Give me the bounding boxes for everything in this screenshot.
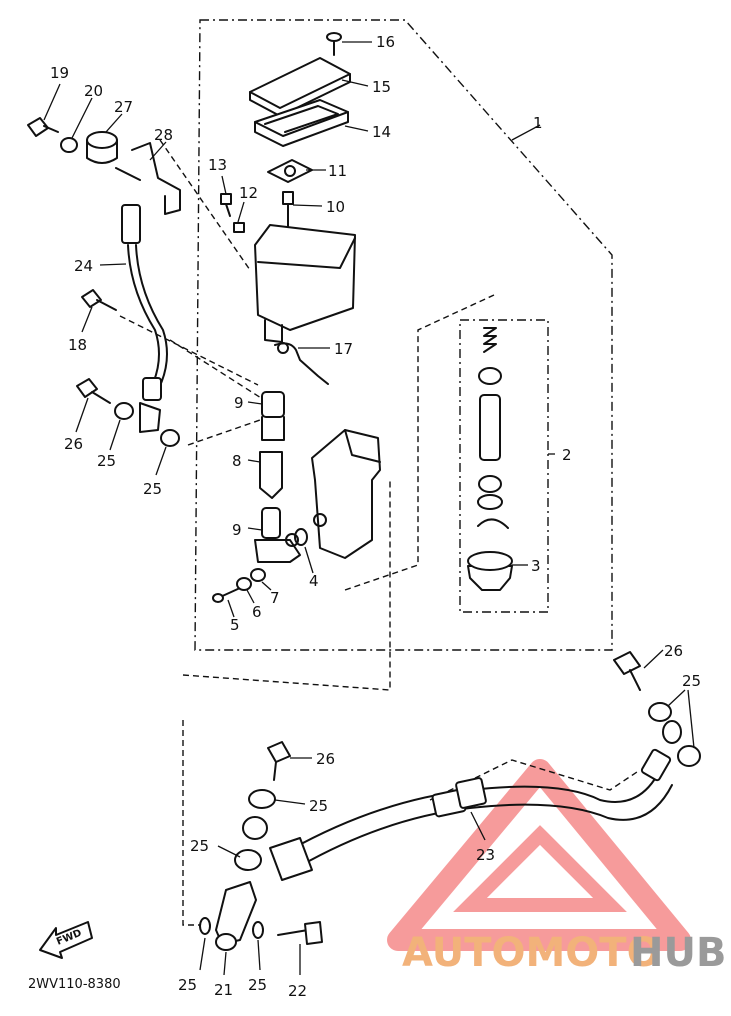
callout-2: 2 — [562, 446, 572, 464]
callout-6: 6 — [252, 603, 262, 621]
washer-25-left-b — [160, 429, 180, 447]
callout-22: 22 — [288, 982, 307, 1000]
callout-8: 8 — [232, 452, 242, 470]
callout-25-left-b: 25 — [143, 480, 162, 498]
callout-12: 12 — [239, 184, 258, 202]
piston-kit-2 — [477, 327, 509, 529]
master-cylinder-body — [311, 429, 381, 559]
bolt-22 — [277, 921, 323, 945]
washer-25-middle-a — [248, 789, 276, 809]
callout-17: 17 — [334, 340, 353, 358]
nut-12 — [233, 222, 245, 233]
fitting-right — [662, 720, 682, 744]
callout-25-right: 25 — [682, 672, 701, 690]
callout-25-lower-a: 25 — [178, 976, 197, 994]
reservoir-tank — [254, 224, 356, 343]
bolt-26-right — [613, 651, 641, 691]
diaphragm-14 — [254, 99, 349, 147]
callout-9-lower: 9 — [232, 521, 242, 539]
callout-21: 21 — [214, 981, 233, 999]
joint-9-upper — [261, 391, 285, 441]
callout-16: 16 — [376, 33, 395, 51]
bracket-28 — [115, 142, 181, 215]
watermark-text: AUTOMOTO HUB — [402, 930, 726, 976]
callout-14: 14 — [372, 123, 391, 141]
diagram-code: 2WV110-8380 — [28, 977, 121, 992]
washer-25-lower-b — [252, 921, 264, 939]
callout-7: 7 — [270, 589, 280, 607]
screw-5 — [212, 587, 241, 603]
callout-numbers: 16 15 14 11 10 13 12 1 17 9 8 9 4 5 6 7 … — [50, 33, 701, 1000]
leader-lines — [43, 41, 695, 976]
callout-26-right: 26 — [664, 642, 683, 660]
callout-9-upper: 9 — [234, 394, 244, 412]
watermark-logo-triangle — [387, 759, 691, 951]
washer-7 — [250, 568, 266, 582]
bolt-26-middle — [267, 741, 291, 781]
callout-25-middle-b: 25 — [190, 837, 209, 855]
callout-19: 19 — [50, 64, 69, 82]
callout-25-lower-b: 25 — [248, 976, 267, 994]
callout-4: 4 — [309, 572, 319, 590]
callout-24: 24 — [74, 257, 93, 275]
washer-6 — [236, 577, 252, 591]
joint-9-lower — [254, 507, 301, 563]
bolt-18 — [81, 289, 117, 311]
cap-27 — [86, 131, 118, 164]
brake-hose-23 — [269, 748, 673, 881]
o-ring-4 — [294, 528, 308, 546]
callout-27: 27 — [114, 98, 133, 116]
callout-26-middle: 26 — [316, 750, 335, 768]
callout-25-middle-a: 25 — [309, 797, 328, 815]
screw-16 — [326, 32, 342, 56]
watermark-brand-a: AUTOMOTO — [402, 930, 661, 976]
callout-3: 3 — [531, 557, 541, 575]
washer-25-right-b — [677, 745, 701, 767]
bolt-19 — [27, 117, 59, 137]
callout-15: 15 — [372, 78, 391, 96]
washer-25-right-a — [648, 702, 672, 722]
callout-1: 1 — [533, 114, 543, 132]
plate-11 — [267, 159, 313, 183]
watermark-brand-b: HUB — [630, 930, 726, 976]
callout-11: 11 — [328, 162, 347, 180]
callout-20: 20 — [84, 82, 103, 100]
washer-25-middle-b — [234, 849, 262, 871]
dust-boot-3 — [467, 551, 513, 591]
washer-25-left-a — [114, 402, 134, 420]
hose-clip-17 — [274, 342, 329, 385]
fitting-middle — [242, 816, 268, 840]
washer-20 — [60, 137, 78, 153]
callout-25-left-a: 25 — [97, 452, 116, 470]
washer-25-lower-a — [199, 917, 211, 935]
bolt-13 — [220, 193, 232, 217]
callout-23: 23 — [476, 846, 495, 864]
brake-hose-24 — [121, 204, 168, 433]
callout-13: 13 — [208, 156, 227, 174]
union-bolt-21 — [215, 881, 257, 951]
bolt-26-left — [76, 378, 111, 404]
callout-10: 10 — [326, 198, 345, 216]
hose-8 — [259, 451, 283, 499]
callout-5: 5 — [230, 616, 240, 634]
forward-direction-arrow: FWD — [39, 921, 93, 959]
callout-26-left: 26 — [64, 435, 83, 453]
callout-18: 18 — [68, 336, 87, 354]
callout-28: 28 — [154, 126, 173, 144]
